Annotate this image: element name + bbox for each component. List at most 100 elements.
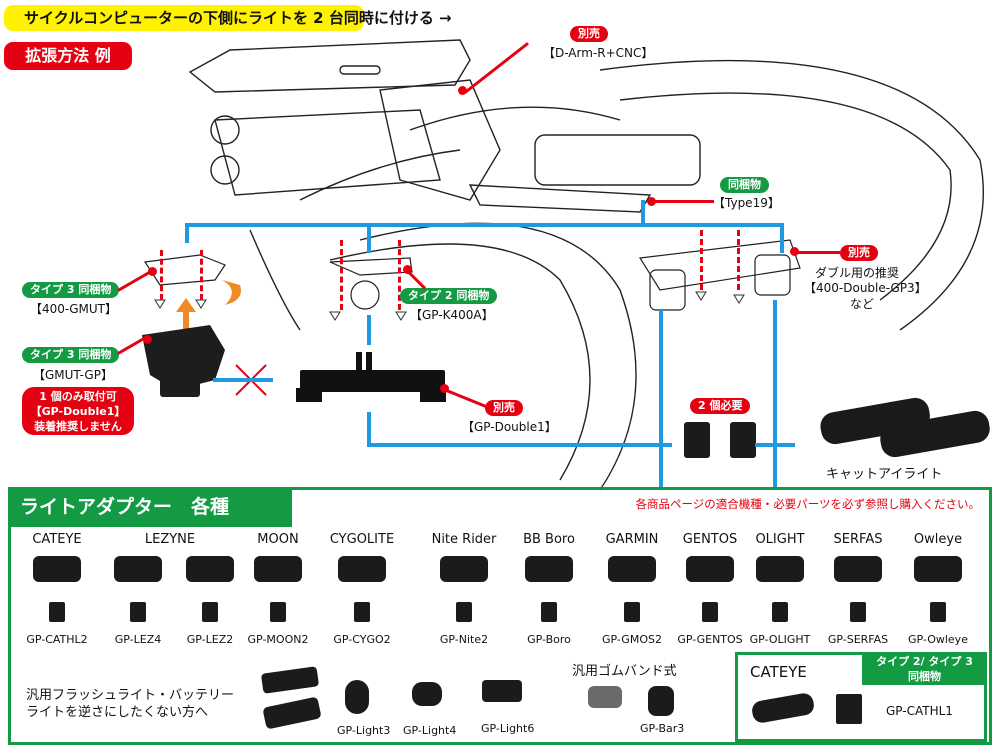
adapter-code: GP-MOON2 bbox=[247, 633, 309, 646]
screw-guide bbox=[700, 230, 703, 290]
gp-light6-code: GP-Light6 bbox=[481, 722, 535, 735]
connector-line bbox=[755, 443, 795, 447]
connector-line bbox=[213, 378, 273, 382]
purchase-notice: 各商品ページの適合機種・必要パーツを必ず参照し購入ください。 bbox=[635, 497, 980, 511]
light-image bbox=[686, 556, 734, 582]
screw-guide bbox=[200, 250, 203, 300]
part-name-400-double-gp3: 【400-Double-GP3】 bbox=[804, 281, 927, 295]
gp-light6-adapter-image bbox=[482, 680, 522, 702]
adapter-code: GP-Owleye bbox=[908, 633, 968, 646]
adapter-image bbox=[624, 602, 640, 622]
gp-light4-adapter-image bbox=[412, 682, 442, 706]
brand-label: Owleye bbox=[913, 532, 963, 547]
connector-line bbox=[185, 223, 782, 227]
brand-label: BB Boro bbox=[523, 532, 575, 547]
rubber-band-title: 汎用ゴムバンド式 bbox=[572, 664, 677, 679]
light-image bbox=[33, 556, 81, 582]
brand-label: Nite Rider bbox=[431, 532, 497, 547]
connector-line bbox=[367, 443, 672, 447]
special-head-line-2: 同梱物 bbox=[908, 670, 941, 683]
warning-line-3: 装着推奨しません bbox=[34, 420, 122, 433]
quantity-required-badge: 2 個必要 bbox=[690, 398, 751, 414]
gp-bar3-adapter-image bbox=[648, 686, 674, 716]
adapter-code: GP-CATHL2 bbox=[26, 633, 88, 646]
connector-line bbox=[659, 310, 663, 487]
headline-banner: サイクルコンピューターの下側にライトを 2 台同時に付ける → bbox=[4, 5, 452, 31]
warning-box: 1 個のみ取付可 【GP-Double1】 装着推奨しません bbox=[22, 387, 134, 435]
special-code: GP-CATHL1 bbox=[886, 704, 953, 718]
rubber-band-light-image bbox=[588, 686, 622, 708]
light-adapters-title: ライトアダプター 各種 bbox=[8, 487, 292, 527]
connector-line bbox=[780, 223, 784, 253]
adapter-image bbox=[930, 602, 946, 622]
included-badge: タイプ 3 同梱物 bbox=[22, 347, 120, 363]
adapter-code: GP-LEZ4 bbox=[114, 633, 162, 646]
brand-label: OLIGHT bbox=[755, 532, 805, 547]
adapter-code: GP-Boro bbox=[527, 633, 571, 646]
adapter-image bbox=[270, 602, 286, 622]
brand-label: CYGOLITE bbox=[329, 532, 395, 547]
adapter-image bbox=[702, 602, 718, 622]
special-head-line-1: タイプ 2/ タイプ 3 bbox=[876, 655, 973, 668]
brand-label: GENTOS bbox=[682, 532, 738, 547]
brand-label: SERFAS bbox=[833, 532, 883, 547]
callout-dot bbox=[458, 86, 467, 95]
up-arrow-icon bbox=[176, 298, 196, 345]
screw-guide bbox=[398, 240, 401, 310]
sold-separately-badge: 別売 bbox=[840, 245, 878, 261]
connector-line bbox=[367, 315, 371, 345]
brand-label: CATEYE bbox=[32, 532, 82, 547]
light-image bbox=[186, 556, 234, 582]
included-badge: タイプ 3 同梱物 bbox=[22, 282, 120, 298]
included-badge: タイプ 2 同梱物 bbox=[400, 288, 498, 304]
connector-line bbox=[367, 223, 371, 253]
adapter-image bbox=[772, 602, 788, 622]
light-image bbox=[834, 556, 882, 582]
brand-label: MOON bbox=[257, 532, 299, 547]
part-name-gp-k400a: 【GP-K400A】 bbox=[410, 308, 494, 322]
warning-line-1: 1 個のみ取付可 bbox=[39, 390, 117, 403]
warning-line-2: 【GP-Double1】 bbox=[30, 405, 126, 418]
part-name-400-gmut: 【400-GMUT】 bbox=[30, 302, 118, 316]
adapter-code: GP-LEZ2 bbox=[186, 633, 234, 646]
part-name-type19: 【Type19】 bbox=[713, 196, 780, 210]
rotate-arrow-icon bbox=[222, 280, 241, 305]
adapter-code: GP-GMOS2 bbox=[602, 633, 662, 646]
gp-light3-adapter-image bbox=[345, 680, 369, 714]
light-adapters-panel bbox=[8, 487, 992, 745]
callout-dot bbox=[790, 247, 799, 256]
gp-light4-code: GP-Light4 bbox=[403, 724, 457, 737]
callout-line bbox=[795, 251, 840, 254]
adapter-image bbox=[541, 602, 557, 622]
light-image bbox=[914, 556, 962, 582]
adapter-image bbox=[354, 602, 370, 622]
light-image bbox=[525, 556, 573, 582]
adapter-code: GP-GENTOS bbox=[677, 633, 743, 646]
light-image bbox=[608, 556, 656, 582]
adapter-code: GP-OLIGHT bbox=[749, 633, 811, 646]
flashlight-note-line-1: 汎用フラッシュライト・バッテリー bbox=[26, 688, 235, 703]
light-image bbox=[254, 556, 302, 582]
callout-line bbox=[652, 200, 714, 203]
brand-label: GARMIN bbox=[605, 532, 659, 547]
light-image bbox=[440, 556, 488, 582]
recommendation-text: ダブル用の推奨 bbox=[815, 266, 900, 280]
sold-separately-badge: 別売 bbox=[570, 26, 608, 42]
cateye-light-caption: キャットアイライト bbox=[826, 467, 943, 482]
adapter-image bbox=[130, 602, 146, 622]
section-title-badge: 拡張方法 例 bbox=[4, 42, 132, 70]
connector-line bbox=[367, 412, 371, 446]
callout-dot bbox=[148, 267, 157, 276]
connector-line bbox=[185, 223, 189, 243]
callout-dot bbox=[403, 265, 412, 274]
adapter-code: GP-SERFAS bbox=[827, 633, 889, 646]
callout-dot bbox=[440, 384, 449, 393]
etc-text: など bbox=[850, 297, 875, 311]
adapter-image bbox=[49, 602, 65, 622]
sold-separately-badge: 別売 bbox=[485, 400, 523, 416]
adapter-code: GP-Nite2 bbox=[439, 633, 489, 646]
connector-line bbox=[773, 300, 777, 487]
adapter-image bbox=[456, 602, 472, 622]
adapter-image bbox=[850, 602, 866, 622]
